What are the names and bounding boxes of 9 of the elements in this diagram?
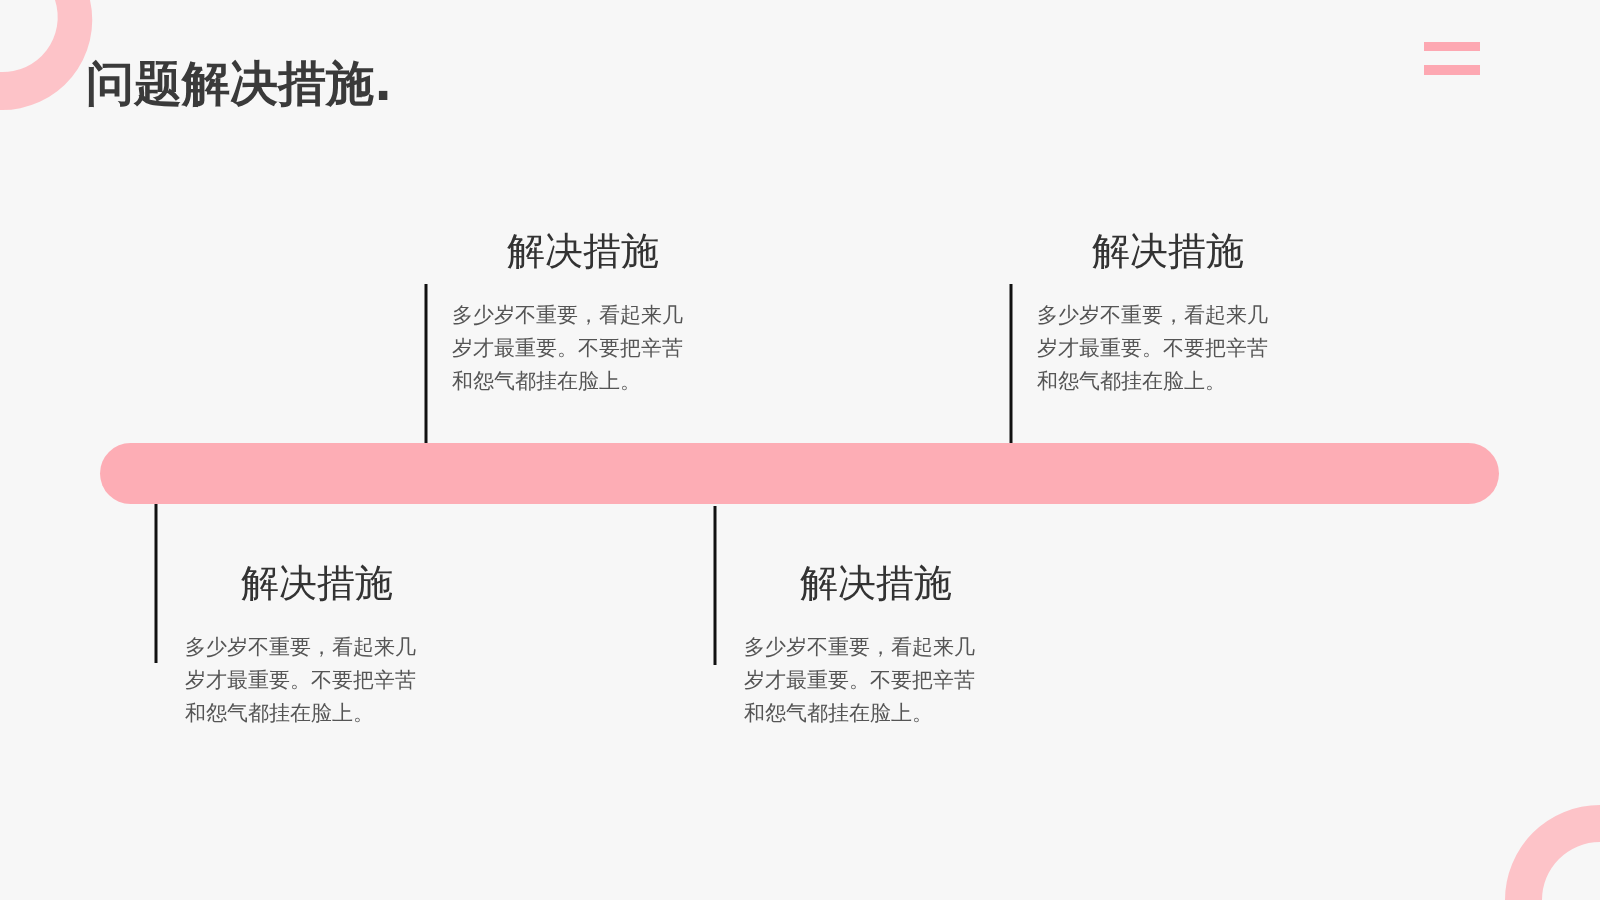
step-heading: 解决措施 — [1092, 228, 1244, 275]
step-description: 多少岁不重要，看起来几岁才最重要。不要把辛苦和怨气都挂在脸上。 — [452, 302, 684, 395]
step-heading: 解决措施 — [800, 560, 952, 607]
step-description: 多少岁不重要，看起来几岁才最重要。不要把辛苦和怨气都挂在脸上。 — [185, 634, 417, 727]
step-description: 多少岁不重要，看起来几岁才最重要。不要把辛苦和怨气都挂在脸上。 — [744, 634, 976, 727]
step-heading: 解决措施 — [241, 560, 393, 607]
slide-title: 问题解决措施. — [86, 54, 393, 113]
step-description: 多少岁不重要，看起来几岁才最重要。不要把辛苦和怨气都挂在脸上。 — [1037, 302, 1269, 395]
step-heading: 解决措施 — [507, 228, 659, 275]
